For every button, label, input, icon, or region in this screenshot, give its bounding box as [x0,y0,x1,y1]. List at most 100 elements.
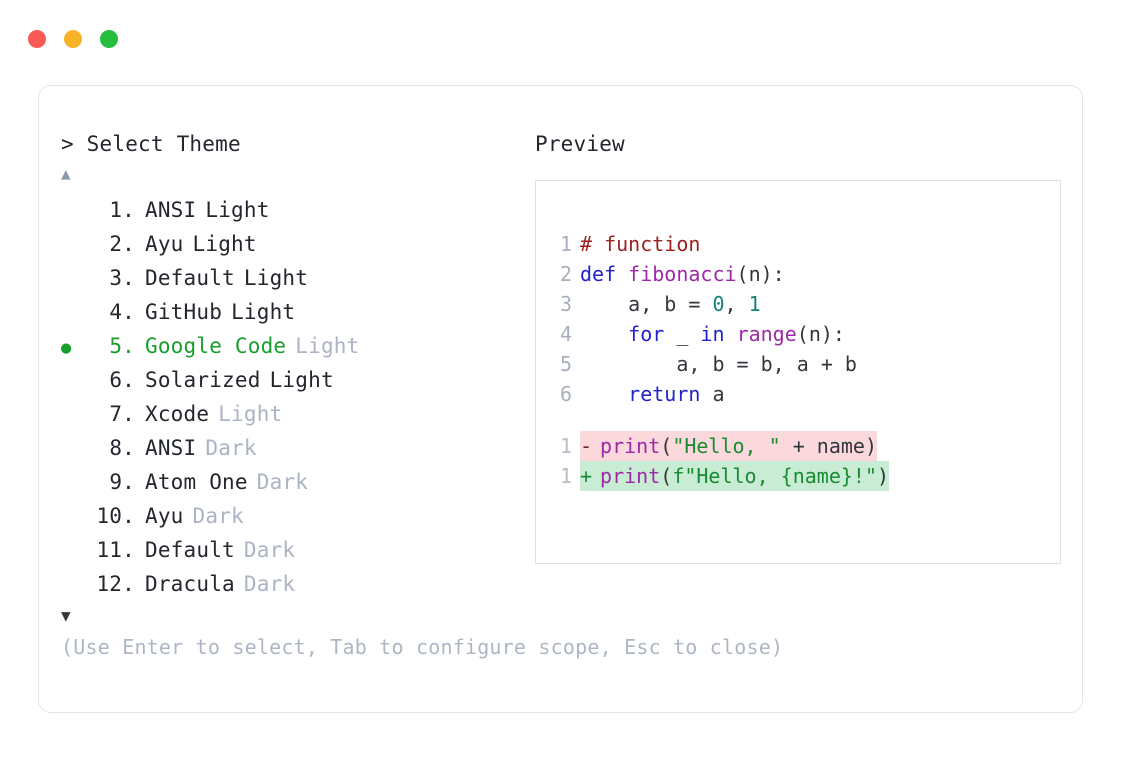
code-token: print [600,464,661,488]
theme-option-variant: Dark [243,538,296,562]
code-token: f"Hello, {name}!" [672,464,878,488]
code-token: print [600,434,661,458]
spacer [135,398,145,430]
code-token: _ [664,322,701,346]
theme-option-number: 5. [109,334,135,358]
theme-option-1[interactable]: 1. ANSI Light [61,194,531,228]
theme-option-name: GitHub [145,300,223,324]
theme-option-5[interactable]: ● 5. Google Code Light [61,330,531,364]
code-token: a, b = [580,292,713,316]
theme-option-number: 12. [96,572,135,596]
close-button[interactable] [28,30,46,48]
selection-dot-icon: ● [61,338,72,358]
theme-option-variant: Light [205,198,270,222]
spacer [135,262,145,294]
spacer [135,432,145,464]
theme-option-name: Ayu [145,232,184,256]
code-blank-line [548,409,889,431]
theme-option-name: Atom One [145,470,248,494]
code-token [725,322,737,346]
code-line-text: a, b = 0, 1 [580,289,760,319]
preview-title: Preview [535,132,625,156]
spacer [135,466,145,498]
spacer [135,228,145,260]
theme-option-number: 9. [109,470,135,494]
code-line: 3 a, b = 0, 1 [548,289,889,319]
theme-option-name: Ayu [145,504,184,528]
selection-dot-icon [61,196,91,228]
theme-option-variant: Light [295,334,360,358]
code-token [580,382,628,406]
code-line-text: for _ in range(n): [580,319,845,349]
code-token: , [724,292,749,316]
diff-line-content: -print("Hello, " + name) [580,431,878,461]
maximize-button[interactable] [100,30,118,48]
theme-option-number: 3. [109,266,135,290]
line-number: 6 [559,382,572,406]
code-line-text: def fibonacci(n): [580,259,785,289]
scroll-up-icon[interactable]: ▲ [61,164,71,183]
selection-dot-icon [61,570,91,602]
code-line-text: a, b = b, a + b [580,349,857,379]
selection-dot-icon [61,264,91,296]
code-token: fibonacci [628,262,737,286]
theme-option-number: 1. [109,198,135,222]
theme-option-name: Dracula [145,572,235,596]
code-token: ( [660,464,673,488]
spacer [135,194,145,226]
theme-option-variant: Dark [256,470,309,494]
code-token: a, b = b, a + b [580,352,857,376]
theme-option-number: 4. [109,300,135,324]
line-number: 4 [559,322,572,346]
code-token: + name) [780,434,878,458]
code-token: def [580,262,629,286]
selection-dot-icon [61,230,91,262]
scroll-down-icon[interactable]: ▼ [61,606,71,625]
theme-option-number: 8. [109,436,135,460]
theme-option-variant: Light [269,368,334,392]
theme-option-number: 11. [96,538,135,562]
minimize-button[interactable] [64,30,82,48]
diff-sign: - [580,434,593,458]
code-token: 0 [712,292,725,316]
theme-option-number: 6. [109,368,135,392]
code-token: return [628,382,701,406]
theme-option-name: Xcode [145,402,210,426]
theme-option-name: Google Code [145,334,287,358]
code-token: for [628,322,665,346]
code-token: range [736,322,797,346]
code-token: ( [660,434,673,458]
selection-dot-icon [61,502,91,534]
spacer [135,568,145,600]
theme-option-variant: Dark [205,436,257,460]
spacer [135,296,145,328]
diff-sign: + [580,464,593,488]
spacer [135,500,145,532]
theme-option-variant: Dark [192,504,244,528]
theme-option-11[interactable]: 11. Default Dark [61,534,531,568]
selection-dot-icon [61,366,91,398]
code-line-text: # function [580,229,700,259]
code-token: ) [877,464,890,488]
line-number: 5 [559,352,572,376]
theme-option-9[interactable]: 9. Atom One Dark [61,466,531,500]
code-line: 1# function [548,229,889,259]
diff-line-add: 1+print(f"Hello, {name}!") [548,461,890,491]
theme-option-name: Default [145,538,235,562]
theme-option-variant: Light [192,232,257,256]
theme-option-name: ANSI [145,198,197,222]
prompt-label: > Select Theme [61,132,241,156]
